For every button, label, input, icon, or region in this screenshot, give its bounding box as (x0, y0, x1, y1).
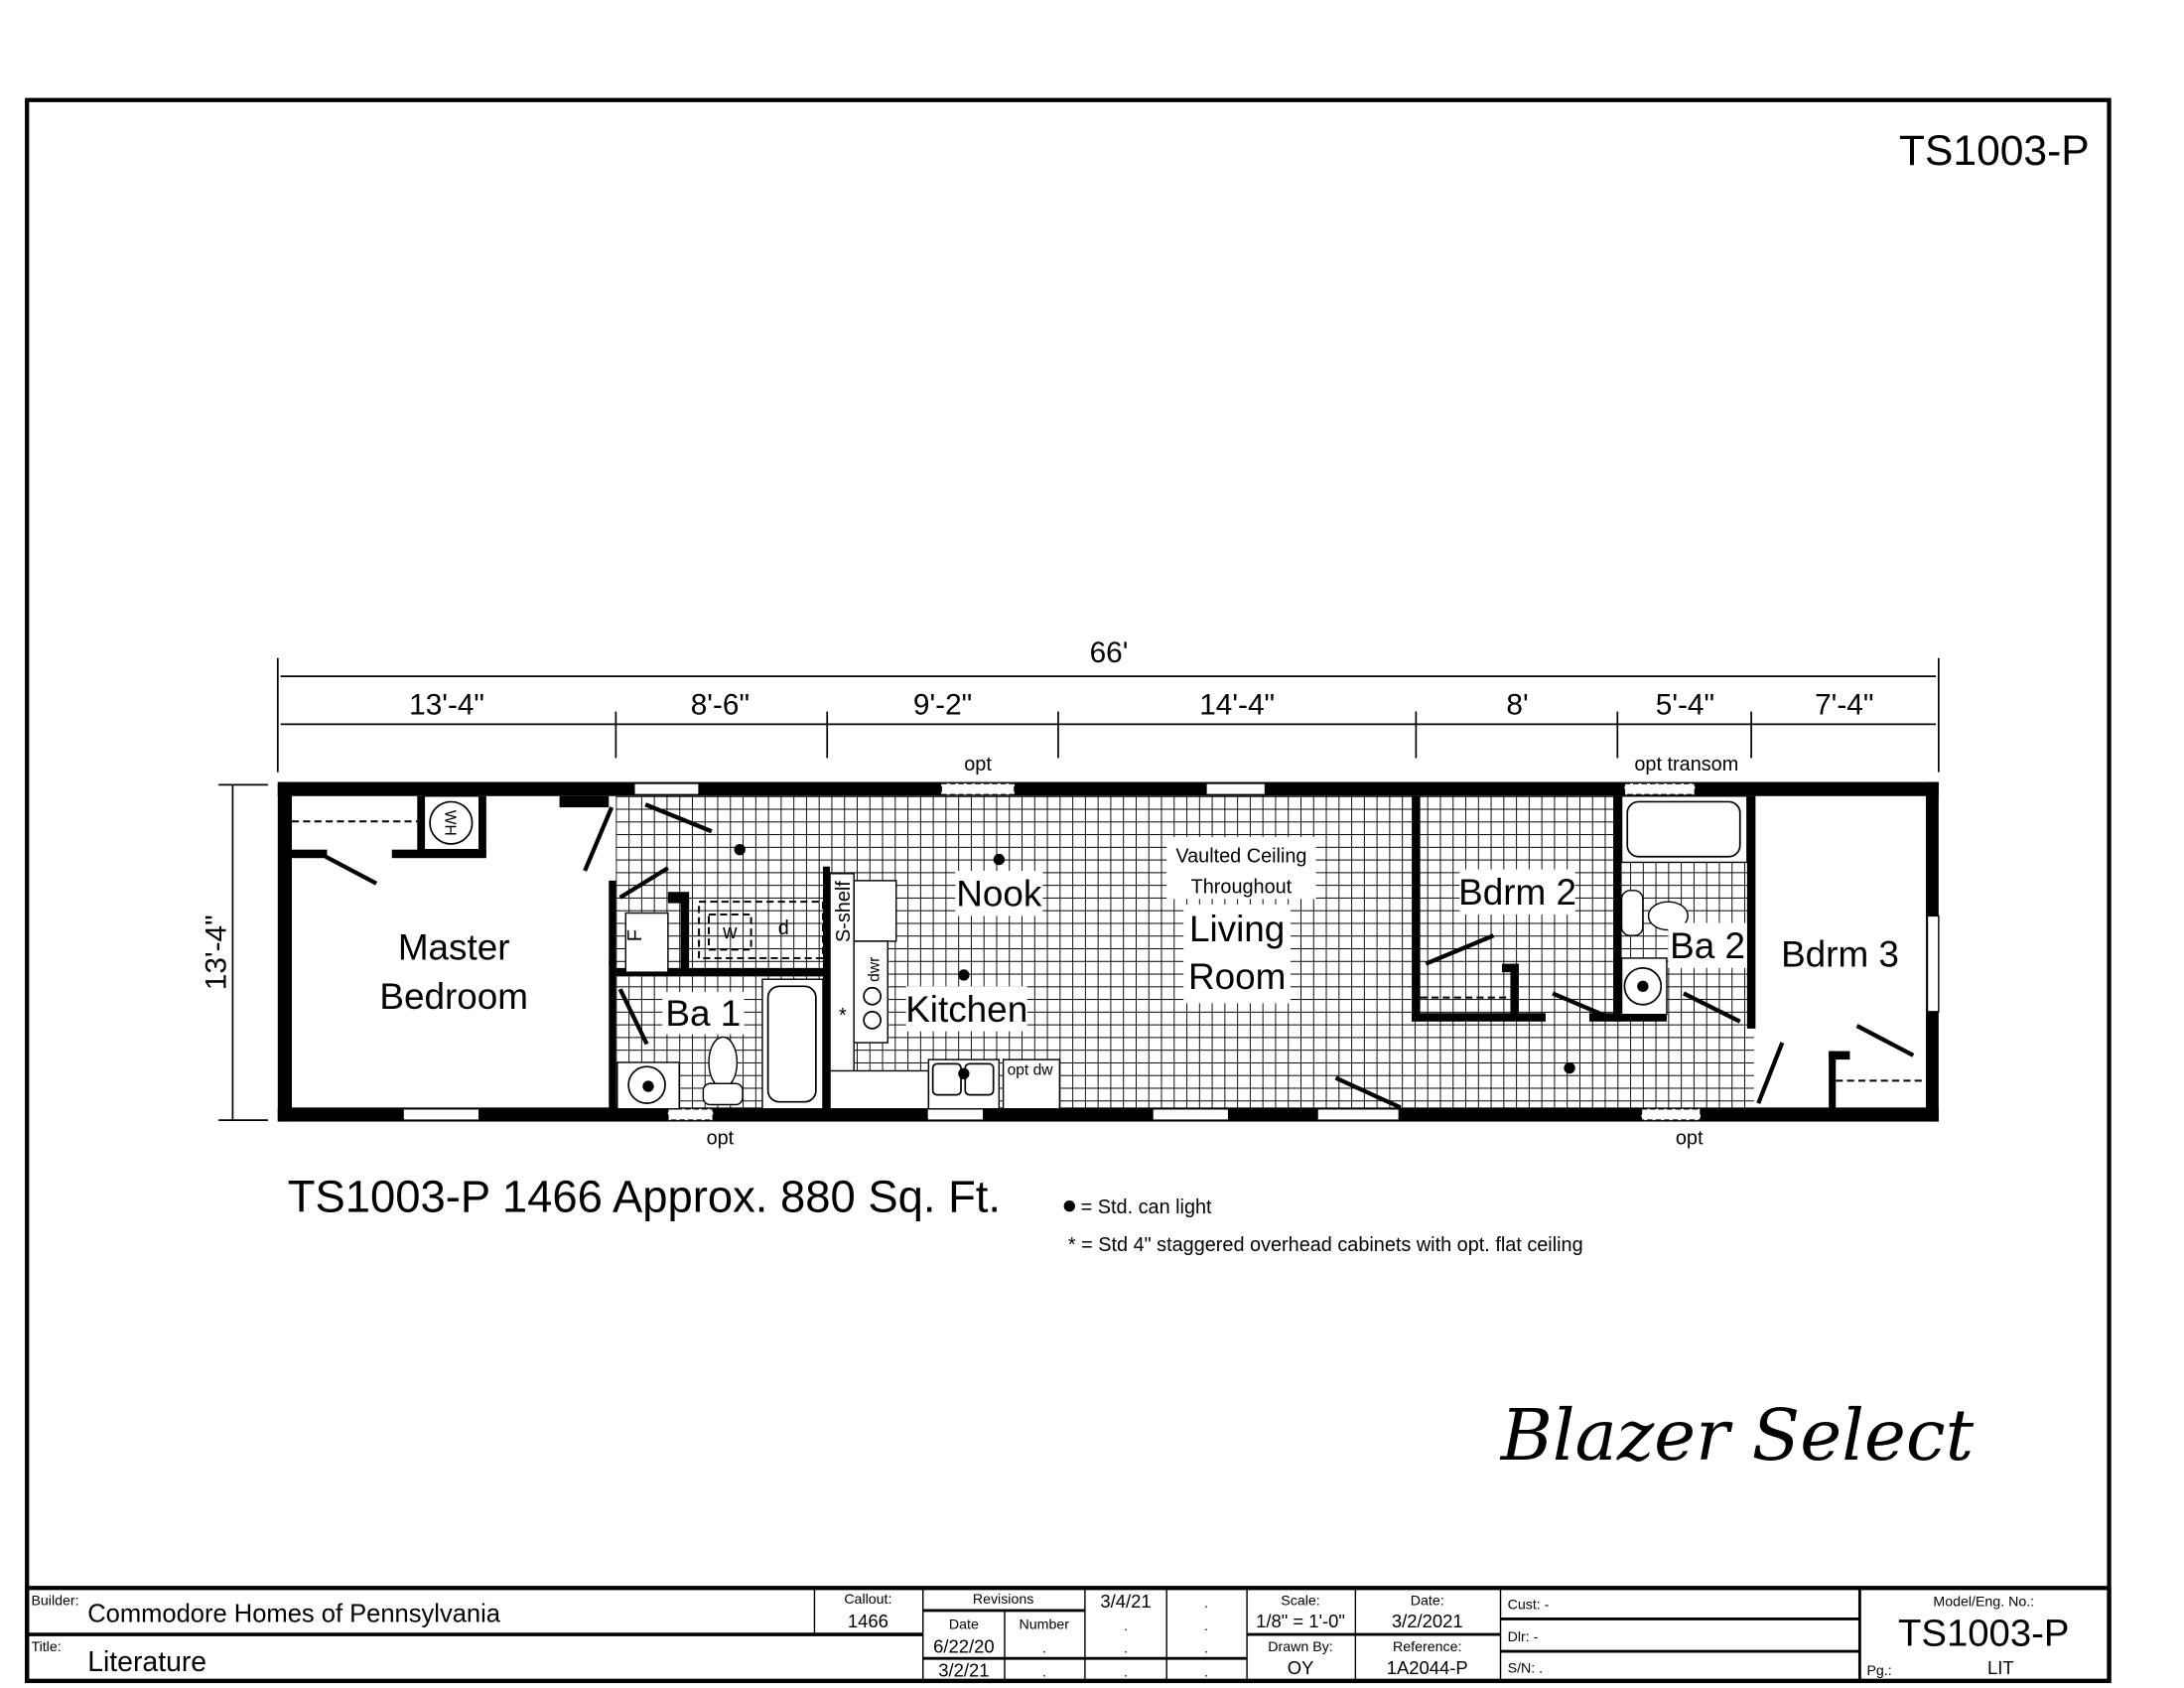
scale-value: 1/8" = 1'-0" (1256, 1611, 1345, 1631)
revision-cell: 3/4/21 (1100, 1591, 1151, 1612)
burner-icon (863, 1011, 882, 1030)
dim-segment: 8'-6" (691, 688, 750, 721)
revision-cell: . (1124, 1665, 1128, 1681)
title-value: Literature (87, 1646, 206, 1678)
dim-segment: 14'-4" (1199, 688, 1275, 721)
revision-cell: 3/2/21 (938, 1660, 989, 1681)
serial-number-field: S/N: . (1508, 1660, 1543, 1676)
bathtub-icon (1620, 795, 1748, 864)
can-light-icon (958, 969, 970, 981)
opt-transom-label: opt transom (1634, 754, 1738, 775)
room-bedroom-3: Bdrm 3 (1781, 933, 1899, 974)
can-light-icon (734, 844, 746, 856)
room-bath-1: Ba 1 (665, 993, 741, 1034)
room-living-room: Living (1189, 909, 1285, 949)
callout-label: Callout: (844, 1592, 891, 1608)
can-light-icon (1063, 1200, 1075, 1212)
opt-window-label: opt (1676, 1127, 1704, 1149)
drawn-by-value: OY (1288, 1657, 1314, 1678)
dim-segment: 8' (1506, 688, 1528, 721)
revision-cell: . (1042, 1665, 1046, 1681)
room-labels (662, 836, 1747, 1035)
opt-dishwasher-label: opt dw (1008, 1062, 1054, 1079)
dimension-lines (218, 657, 1940, 1121)
room-bath-2: Ba 2 (1670, 925, 1745, 966)
scale-label: Scale: (1281, 1593, 1319, 1609)
model-number-top: TS1003-P (1899, 127, 2090, 175)
revision-date-label: Date (949, 1617, 979, 1632)
legend-cabinets: * = Std 4" staggered overhead cabinets w… (1068, 1234, 1583, 1256)
revision-cell: . (1204, 1641, 1208, 1657)
overall-length: 66' (1090, 636, 1129, 669)
furnace-label: F (624, 929, 646, 941)
toilet-icon (708, 1036, 739, 1089)
s-shelf-label: S-shelf (833, 881, 855, 942)
date-label: Date: (1411, 1593, 1444, 1609)
burner-icon (863, 986, 882, 1006)
drawer-label: dwr (867, 957, 884, 982)
model-label: Model/Eng. No.: (1933, 1595, 2034, 1611)
customer-field: Cust: - (1508, 1598, 1550, 1614)
builder-label: Builder: (31, 1593, 78, 1609)
can-lights (734, 844, 1575, 1074)
door-swings (325, 802, 1915, 1110)
plan-caption: TS1003-P 1466 Approx. 880 Sq. Ft. (288, 1171, 1001, 1221)
room-kitchen: Kitchen (905, 989, 1027, 1030)
room-bedroom-2: Bdrm 2 (1458, 872, 1576, 913)
dryer-label: d (778, 917, 789, 939)
kitchen-sink-icon (927, 1058, 1001, 1110)
revision-cell: . (1204, 1665, 1208, 1681)
dim-segment: 5'-4" (1656, 688, 1714, 721)
page-label: Pg.: (1866, 1663, 1891, 1679)
lavatory-icon (1623, 967, 1663, 1006)
windows (402, 782, 1940, 1121)
callout-value: 1466 (848, 1611, 888, 1631)
revisions-label: Revisions (973, 1592, 1034, 1608)
builder-value: Commodore Homes of Pennsylvania (87, 1600, 501, 1627)
water-heater-label: WH (442, 810, 459, 836)
title-label: Title: (31, 1639, 61, 1655)
room-master-bedroom: Master (398, 926, 510, 967)
lavatory-icon (627, 1065, 666, 1104)
room-nook: Nook (956, 873, 1042, 914)
opt-window-label: opt (707, 1127, 735, 1149)
room-master-bedroom: Bedroom (379, 976, 528, 1017)
can-light-icon (1564, 1061, 1575, 1074)
washer-label: w (722, 921, 738, 943)
dim-segment: 13'-4" (409, 688, 484, 721)
dim-segment: 9'-2" (913, 688, 972, 721)
dim-segment: 7'-4" (1815, 688, 1873, 721)
reference-value: 1A2044-P (1387, 1657, 1468, 1678)
revision-cell: . (1204, 1596, 1208, 1612)
water-heater-icon (429, 800, 474, 845)
legend-can-light: = Std. can light (1081, 1196, 1212, 1218)
drawn-by-label: Drawn By: (1268, 1639, 1332, 1655)
page-value: LIT (1987, 1657, 2014, 1678)
cabinet-star: * (839, 1005, 847, 1027)
vaulted-ceiling-note: Throughout (1191, 877, 1293, 899)
dealer-field: Dlr: - (1508, 1629, 1539, 1645)
revision-cell: . (1042, 1641, 1046, 1657)
model-value: TS1003-P (1898, 1612, 2069, 1654)
revision-number-label: Number (1020, 1617, 1070, 1632)
revision-cell: . (1204, 1618, 1208, 1634)
revision-cell: . (1124, 1618, 1128, 1634)
can-light-icon (993, 853, 1006, 866)
width-dimension: 13'-4" (200, 914, 232, 990)
series-name: Blazer Select (1499, 1394, 1975, 1477)
opt-window-label: opt (964, 754, 992, 775)
title-block (25, 1586, 2112, 1684)
revision-cell: 6/22/20 (933, 1636, 995, 1657)
fixtures (291, 795, 1927, 1110)
date-value: 3/2/2021 (1392, 1611, 1463, 1631)
bathtub-icon (761, 978, 824, 1110)
reference-label: Reference: (1393, 1639, 1461, 1655)
revision-cell: . (1124, 1641, 1128, 1657)
vaulted-ceiling-note: Vaulted Ceiling (1175, 845, 1306, 867)
room-living-room: Room (1188, 956, 1286, 997)
